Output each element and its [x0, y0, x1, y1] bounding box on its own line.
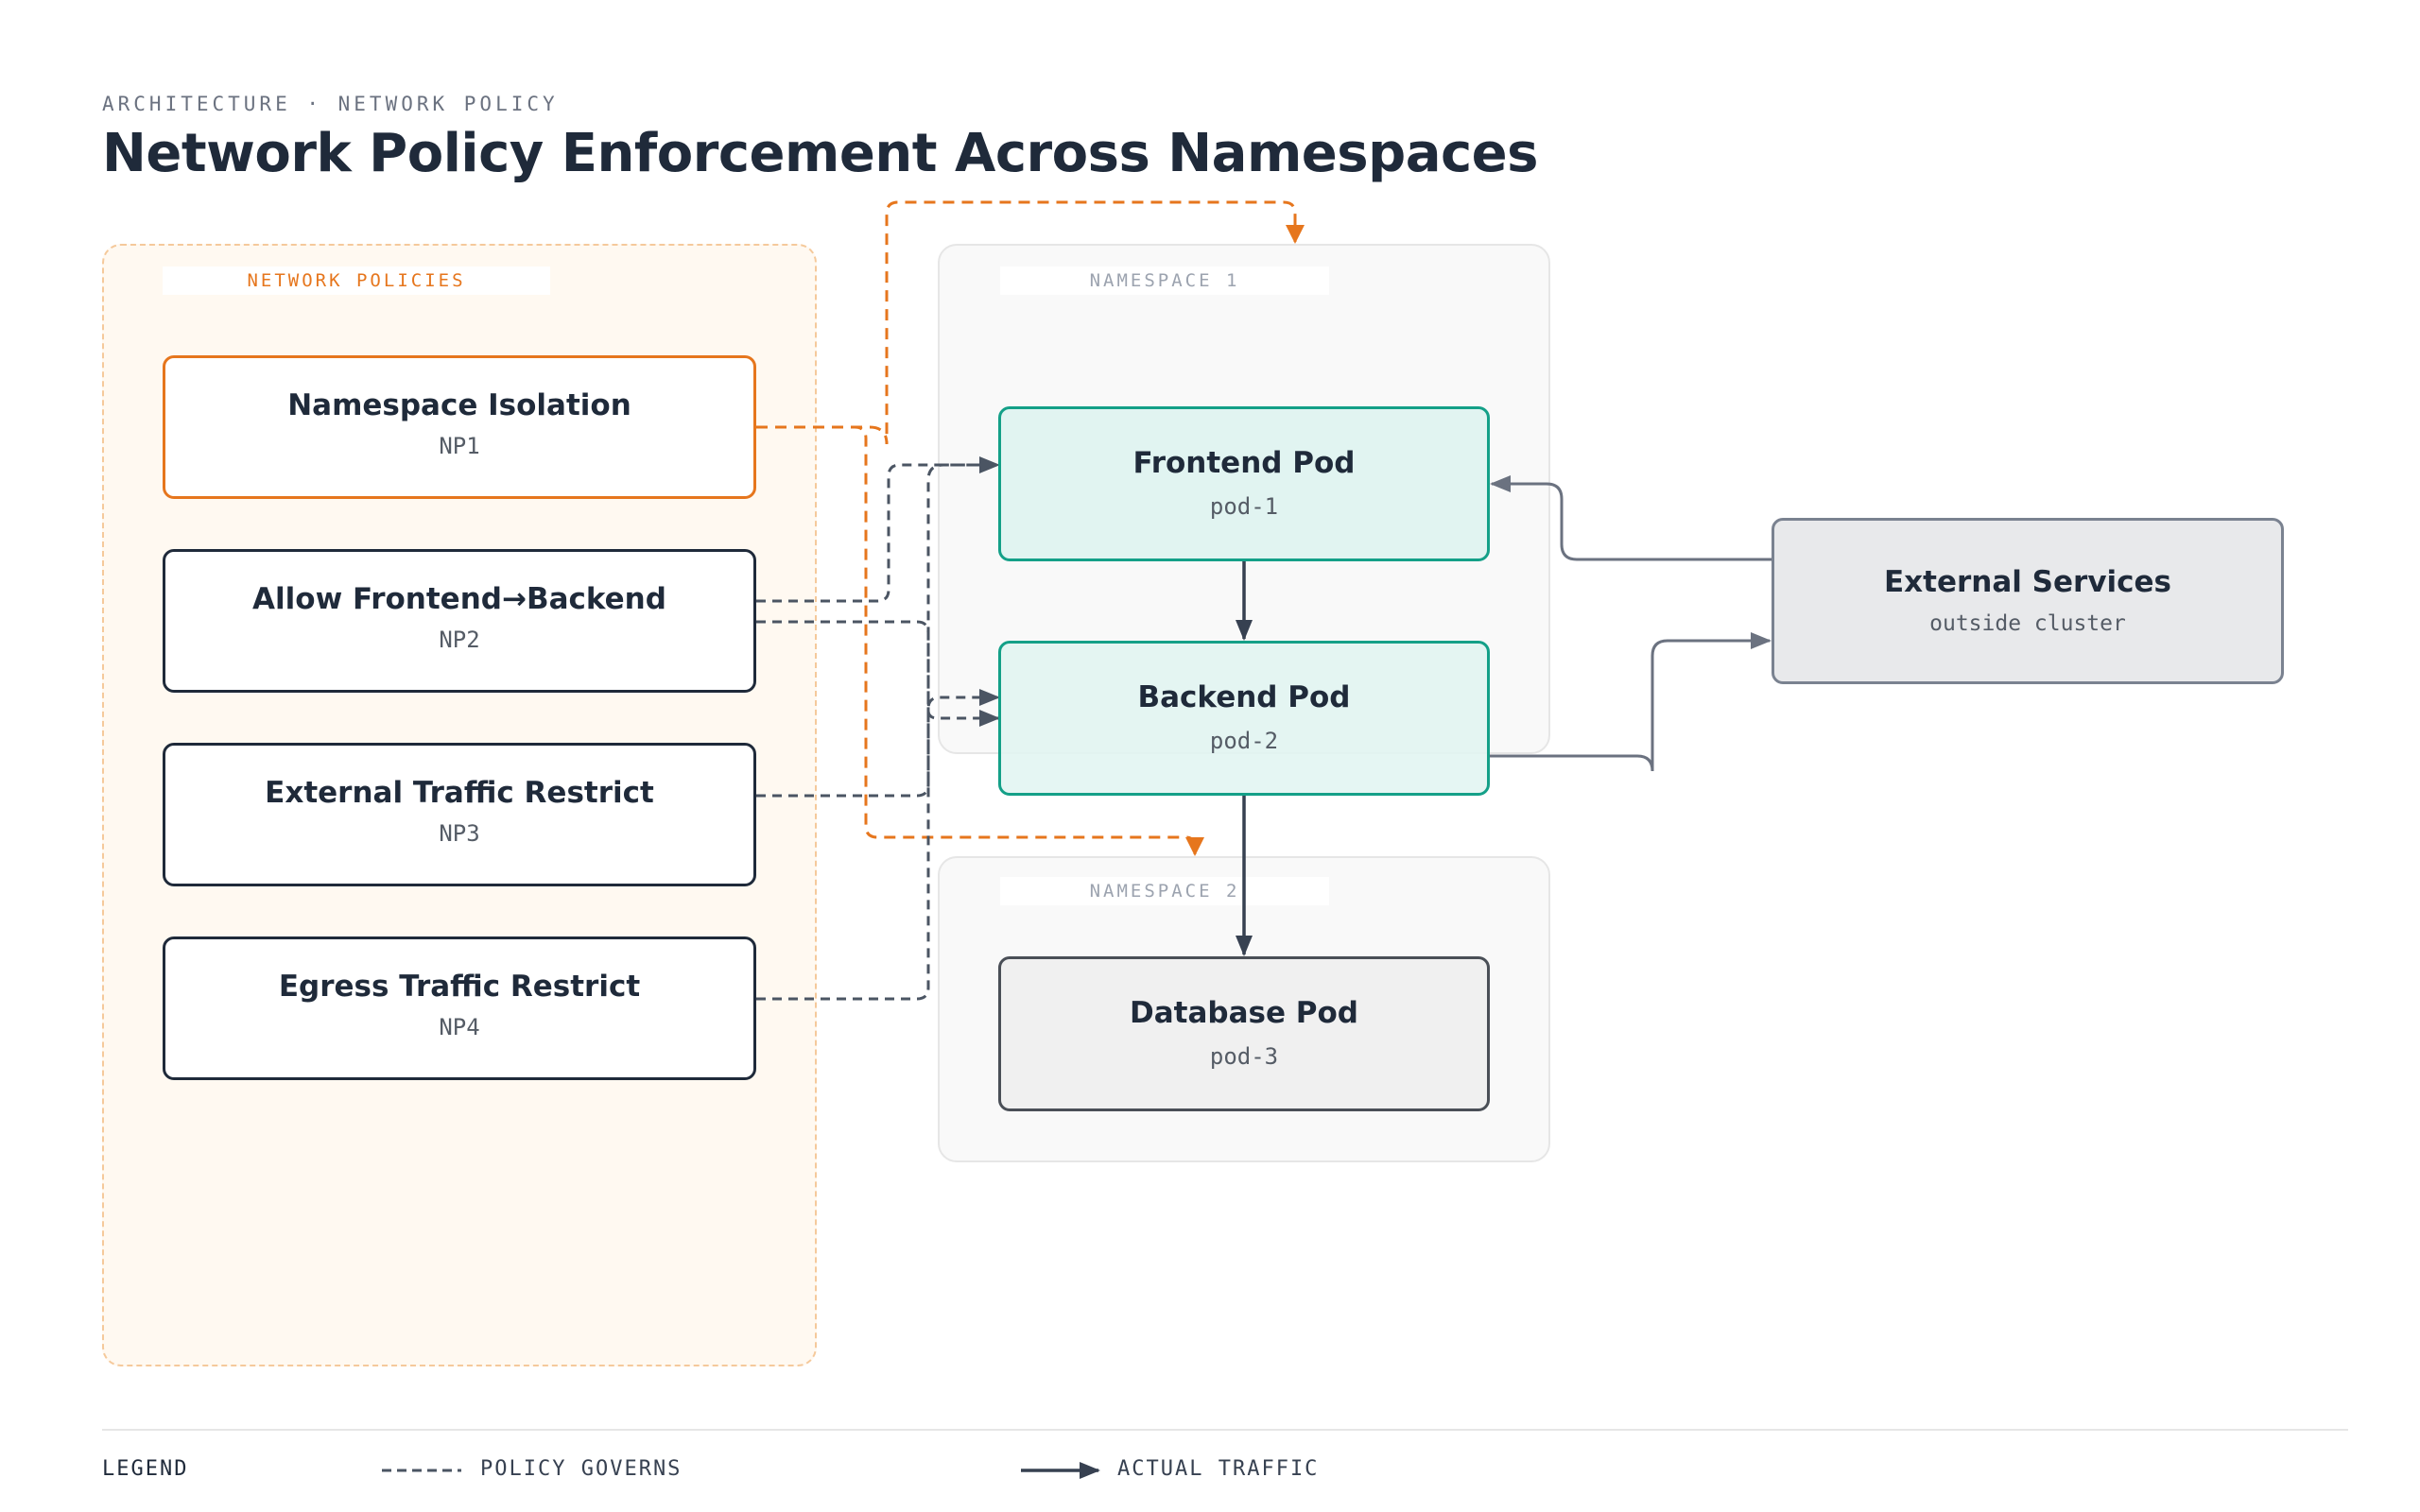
- external-title: External Services: [1883, 564, 2172, 599]
- pod-id: pod-2: [1209, 727, 1279, 754]
- edge-np1-to-namespace-2: [756, 425, 1204, 856]
- backend-pod[interactable]: Backend Pod pod-2: [998, 641, 1490, 796]
- database-pod[interactable]: Database Pod pod-3: [998, 956, 1490, 1111]
- policy-title: Namespace Isolation: [287, 387, 631, 422]
- edge-np2-to-backend: [756, 620, 1000, 727]
- edge-external-to-frontend: [1490, 475, 1772, 561]
- pod-title: Backend Pod: [1137, 679, 1351, 714]
- policy-namespace-isolation[interactable]: Namespace Isolation NP1: [163, 355, 756, 499]
- edge-backend-to-external: [1490, 632, 1772, 772]
- namespace-2-label: NAMESPACE 2: [1000, 877, 1329, 905]
- network-policies-group-label: NETWORK POLICIES: [163, 266, 550, 295]
- policy-id: NP3: [439, 820, 480, 848]
- diagram-kicker: ARCHITECTURE · NETWORK POLICY: [102, 93, 559, 115]
- policy-external-traffic-restrict[interactable]: External Traffic Restrict NP3: [163, 743, 756, 886]
- pod-id: pod-3: [1209, 1042, 1279, 1070]
- legend-divider: [102, 1429, 2348, 1431]
- legend-actual-traffic-label: ACTUAL TRAFFIC: [1117, 1457, 1320, 1481]
- policy-title: Egress Traffic Restrict: [278, 969, 641, 1004]
- policy-title: External Traffic Restrict: [265, 775, 654, 810]
- policy-id: NP4: [439, 1014, 480, 1041]
- diagram-title: Network Policy Enforcement Across Namesp…: [102, 123, 1538, 184]
- external-services-node[interactable]: External Services outside cluster: [1772, 518, 2284, 684]
- policy-egress-traffic-restrict[interactable]: Egress Traffic Restrict NP4: [163, 936, 756, 1080]
- policy-id: NP1: [439, 433, 480, 460]
- pod-id: pod-1: [1209, 492, 1279, 520]
- edge-np2-to-frontend: [756, 456, 1000, 603]
- pod-title: Frontend Pod: [1132, 445, 1356, 480]
- frontend-pod[interactable]: Frontend Pod pod-1: [998, 406, 1490, 561]
- edge-np1-to-namespace-1: [756, 200, 1305, 445]
- external-subtitle: outside cluster: [1929, 610, 2126, 636]
- legend-policy-governs-label: POLICY GOVERNS: [480, 1457, 683, 1481]
- edge-np4-to-backend: [756, 463, 983, 1001]
- legend-title: LEGEND: [102, 1457, 189, 1481]
- namespace-1-label: NAMESPACE 1: [1000, 266, 1329, 295]
- policy-title: Allow Frontend→Backend: [252, 581, 666, 616]
- pod-title: Database Pod: [1130, 995, 1358, 1030]
- policy-allow-frontend-backend[interactable]: Allow Frontend→Backend NP2: [163, 549, 756, 693]
- policy-id: NP2: [439, 627, 480, 654]
- edge-np3-to-backend: [756, 689, 1000, 798]
